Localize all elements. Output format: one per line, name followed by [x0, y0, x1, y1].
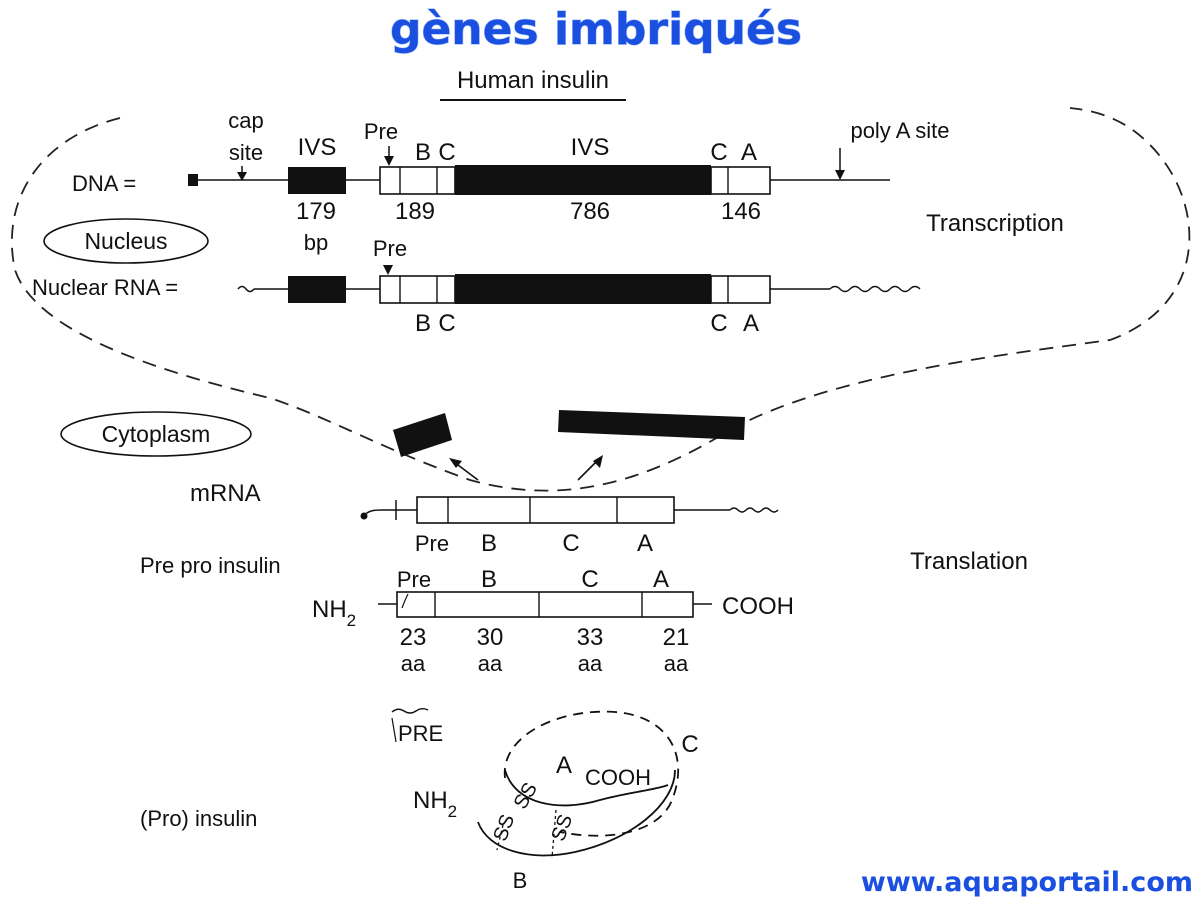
nuclear-rna-ivs2-block	[455, 274, 711, 304]
disulfide-bond-3: SS	[547, 812, 577, 845]
pre-removed-label: PRE	[398, 721, 443, 746]
disulfide-link-1	[496, 824, 504, 851]
dna-cap-marker	[188, 174, 198, 186]
dna-c2-label: C	[710, 139, 727, 166]
poly-a-arrowhead	[835, 170, 845, 180]
dna-label: DNA =	[72, 171, 136, 196]
dna-ivs2-length: 786	[570, 198, 610, 225]
nuclear-rna-pre-label: Pre	[373, 236, 407, 261]
poly-a-site-label: poly A site	[850, 118, 949, 143]
nuclear-rna-ivs1-block	[288, 276, 346, 303]
aa-unit-a: aa	[664, 651, 689, 676]
pre-squiggle	[391, 708, 429, 714]
website-label: www.aquaportail.com	[861, 867, 1193, 898]
aa-unit-pre: aa	[401, 651, 426, 676]
prepro-pre-cleavage-mark	[401, 593, 409, 609]
diagram-heading: Human insulin	[457, 67, 609, 94]
page-title: gènes imbriqués	[390, 4, 802, 55]
excised-intron-2	[558, 410, 745, 440]
dna-a-label: A	[741, 139, 757, 166]
a-chain	[504, 769, 669, 807]
nuclear-rna-exon3-box	[710, 275, 771, 304]
nuclear-rna-cap-squiggle	[237, 285, 255, 293]
mrna-b-label: B	[481, 530, 497, 557]
bp-unit-label: bp	[304, 230, 328, 255]
pre-bracket-line	[391, 717, 397, 743]
nuclear-rna-c2-label: C	[710, 310, 727, 337]
cap-label: cap	[228, 108, 263, 133]
dna-exon2-box	[379, 166, 456, 195]
dna-c1-label: C	[438, 139, 455, 166]
mrna-poly-a-tail	[729, 507, 779, 513]
a-chain-label: A	[556, 752, 572, 779]
prepro-nh2-label: NH2	[312, 596, 356, 630]
prepro-b-label: B	[481, 566, 497, 593]
nuclear-rna-poly-a-tail	[829, 285, 921, 293]
disulfide-link-2	[551, 809, 557, 859]
prepro-pre-label: Pre	[397, 567, 431, 592]
dna-ivs2-label: IVS	[571, 134, 610, 161]
disulfide-bond-1: SS	[510, 779, 542, 813]
dna-exon3-length: 146	[721, 198, 761, 225]
translation-label: Translation	[910, 548, 1028, 575]
aa-unit-b: aa	[478, 651, 503, 676]
prepro-a-label: A	[653, 566, 669, 593]
dna-pre-arrowhead	[384, 156, 394, 166]
a-chain-cooh-label: COOH	[585, 765, 651, 790]
dna-ivs1-block	[288, 167, 346, 194]
mrna-pre-label: Pre	[415, 531, 449, 556]
b-chain-label: B	[513, 868, 528, 893]
dna-b-label: B	[415, 139, 431, 166]
nuclear-rna-label: Nuclear RNA =	[32, 275, 178, 300]
nuclear-rna-c1-label: C	[438, 310, 455, 337]
nuclear-rna-pre-arrowhead	[383, 265, 393, 275]
dna-ivs1-label: IVS	[298, 134, 337, 161]
nuclear-rna-exon2-box	[379, 275, 456, 304]
transcription-label: Transcription	[926, 210, 1064, 237]
aa-count-pre: 23	[400, 624, 427, 651]
nucleus-badge	[43, 218, 209, 264]
mrna-coding-box	[416, 496, 675, 524]
c-peptide-label: C	[681, 731, 698, 758]
intron-2-arrow	[577, 459, 599, 481]
mrna-c-label: C	[562, 530, 579, 557]
dna-exon3-box	[710, 166, 771, 195]
pre-pro-insulin-label: Pre pro insulin	[140, 553, 281, 578]
mrna-cap-curve	[363, 509, 383, 517]
nuclear-rna-b-label: B	[415, 310, 431, 337]
mrna-a-label: A	[637, 530, 653, 557]
excised-intron-1	[393, 413, 452, 457]
cap-site-arrowhead	[237, 172, 247, 181]
proinsulin-nh2-label: NH2	[413, 787, 457, 821]
dna-ivs1-length: 179	[296, 198, 336, 225]
mrna-label: mRNA	[190, 480, 261, 507]
disulfide-bond-2: SS	[489, 812, 519, 845]
prepro-chain-box	[396, 591, 694, 618]
dna-pre-label: Pre	[364, 119, 398, 144]
intron-1-arrowhead	[449, 458, 462, 468]
c-peptide-loop	[504, 710, 680, 837]
dna-ivs2-block	[455, 165, 711, 195]
aa-unit-c: aa	[578, 651, 603, 676]
aa-count-b: 30	[477, 624, 504, 651]
cytoplasm-label: Cytoplasm	[102, 421, 211, 447]
site-label: site	[229, 140, 263, 165]
nucleus-label: Nucleus	[84, 228, 167, 254]
nucleus-boundary	[11, 107, 1191, 492]
prepro-c-label: C	[581, 566, 598, 593]
cytoplasm-badge	[60, 411, 252, 457]
prepro-cooh-label: COOH	[722, 593, 794, 620]
intron-2-arrowhead	[593, 455, 603, 468]
aa-count-a: 21	[663, 624, 690, 651]
dna-exon2-length: 189	[395, 198, 435, 225]
nuclear-rna-a-label: A	[743, 310, 759, 337]
pro-insulin-label: (Pro) insulin	[140, 806, 257, 831]
aa-count-c: 33	[577, 624, 604, 651]
